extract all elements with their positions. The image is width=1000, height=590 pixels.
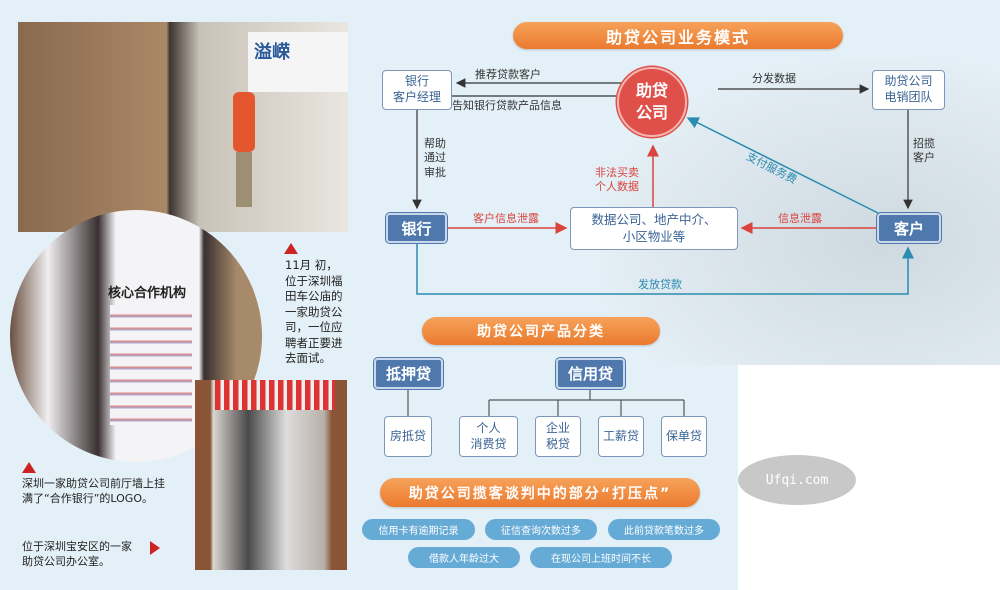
- product-house-mortgage: 房抵贷: [384, 416, 432, 457]
- pressure-item: 征信查询次数过多: [485, 519, 597, 540]
- section-title-business-model: 助贷公司业务模式: [513, 22, 843, 49]
- edge-label-inform: 告知银行贷款产品信息: [452, 99, 562, 112]
- edge-label-info-leak: 信息泄露: [778, 212, 822, 225]
- caption-arrow-icon: [284, 243, 298, 254]
- edge-label-distribute: 分发数据: [752, 72, 796, 85]
- pressure-item: 此前贷款笔数过多: [608, 519, 720, 540]
- edge-label-help: 帮助 通过 审批: [424, 137, 446, 179]
- edge-label-illegal: 非法买卖 个人数据: [595, 166, 639, 194]
- pressure-item: 在现公司上班时间不长: [530, 547, 672, 568]
- node-data-sources: 数据公司、地产中介、 小区物业等: [570, 207, 738, 250]
- edge-label-bank-leak: 客户信息泄露: [473, 212, 539, 225]
- product-policy-loan: 保单贷: [661, 416, 707, 457]
- pressure-item: 信用卡有逾期记录: [362, 519, 475, 540]
- caption-arrow-right-icon: [150, 541, 160, 555]
- caption-photo3: 位于深圳宝安区的一家 助贷公司办公室。: [22, 540, 132, 568]
- photo-office-interior: [195, 380, 347, 570]
- edge-label-solicit: 招揽 客户: [913, 137, 935, 165]
- caption-arrow-icon: [22, 462, 36, 473]
- caption-photo1: 11月 初， 位于深圳福 田车公庙的 一家助贷公 司，一位应 聘者正要进 去面试…: [285, 258, 343, 366]
- caption-photo2: 深圳一家助贷公司前厅墙上挂 满了“合作银行”的LOGO。: [22, 477, 165, 505]
- photo-sign: 溢嵘: [248, 32, 348, 92]
- product-tax-loan: 企业 税贷: [535, 416, 581, 457]
- photo-office-entrance: 溢嵘: [18, 22, 348, 232]
- product-mortgage: 抵押贷: [373, 357, 444, 390]
- node-telesales-team: 助贷公司 电销团队: [872, 70, 945, 110]
- arrow-loan: [416, 243, 914, 295]
- product-credit: 信用贷: [555, 357, 626, 390]
- section-title-products: 助贷公司产品分类: [422, 317, 660, 345]
- node-bank-manager: 银行 客户经理: [382, 70, 452, 110]
- product-salary-loan: 工薪贷: [598, 416, 644, 457]
- section-title-pressure-points: 助贷公司揽客谈判中的部分“打压点”: [380, 478, 700, 507]
- edge-label-loan: 发放贷款: [638, 278, 682, 291]
- photo-sign: 核心合作机构: [108, 286, 187, 301]
- person-figure: [233, 92, 255, 152]
- arrow-pay: [686, 117, 881, 215]
- product-consumer-loan: 个人 消费贷: [459, 416, 518, 457]
- pressure-item: 借款人年龄过大: [408, 547, 520, 568]
- node-zhudai-company: 助贷 公司: [617, 67, 687, 137]
- watermark: Ufqi.com: [738, 455, 856, 505]
- edge-label-recommend: 推荐贷款客户: [475, 68, 541, 81]
- node-bank: 银行: [385, 212, 448, 244]
- node-customer: 客户: [876, 212, 942, 244]
